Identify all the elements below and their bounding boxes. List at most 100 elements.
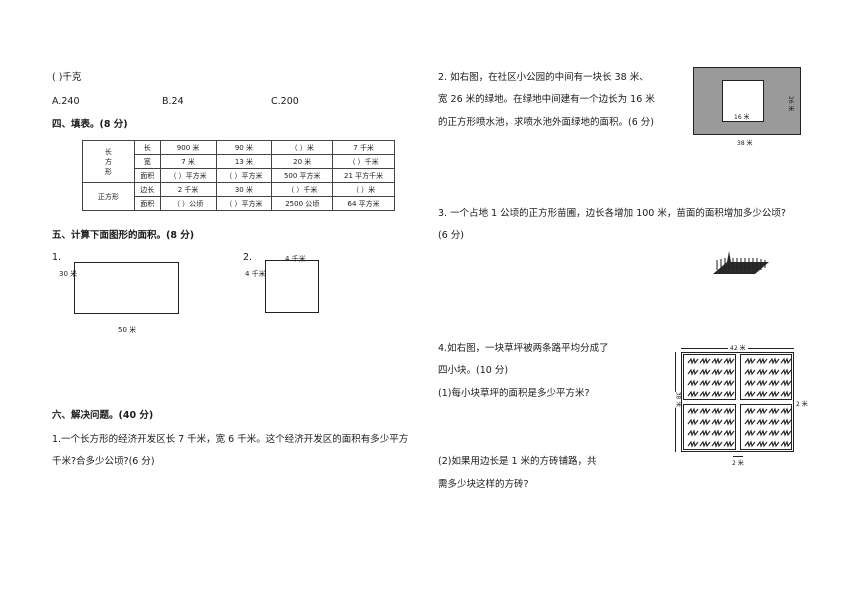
group-label-rectangle: 长方形 (82, 140, 135, 183)
table-cell: 90 米 (215, 140, 273, 155)
table-cell: 21 平方千米 (332, 168, 395, 183)
question-1-line-2: 千米?合多少公顷?(6 分) (52, 456, 155, 467)
grass-mark (744, 440, 755, 448)
grass-mark (723, 418, 735, 426)
grass-mark (768, 368, 779, 376)
grass-mark (756, 440, 767, 448)
grass-mark (723, 357, 735, 365)
table-cell: （ ）米 (332, 182, 395, 197)
table-cell: 7 千米 (332, 140, 395, 155)
grass-mark (723, 368, 735, 376)
grass-mark (768, 440, 779, 448)
grass-mark (711, 418, 723, 426)
grass-mark (711, 429, 723, 437)
road-right-label: 2 米 (796, 401, 808, 408)
figure-1-bottom-label: 50 米 (118, 326, 137, 334)
question-tail: ( )千克 (52, 72, 82, 83)
section-6-title: 六、解决问题。(40 分) (52, 410, 154, 421)
park-side-label: 26 米 (787, 96, 794, 112)
table-cell: 宽 (133, 154, 161, 169)
grass-mark (711, 390, 723, 398)
table-row: 宽 7 米 13 米 20 米 （ ）千米 (83, 154, 395, 169)
figure-2-top-label: 4 千米 (285, 255, 306, 263)
table-cell: （ ）千米 (271, 182, 334, 197)
group-label-square: 正方形 (82, 182, 135, 211)
question-3-line-1: 3. 一个占地 1 公顷的正方形苗圃，边长各增加 100 米，苗面的面积增加多少… (438, 208, 786, 219)
lawn-top-label: 42 米 (728, 343, 748, 352)
grass-mark (699, 390, 711, 398)
table-cell: 边长 (133, 182, 161, 197)
lawn-grid (683, 354, 792, 450)
question-2-line-1: 2. 如右图，在社区小公园的中间有一块长 38 米、 (438, 72, 649, 83)
grass-mark (768, 357, 779, 365)
grass-mark (756, 368, 767, 376)
grass-mark (711, 440, 723, 448)
table-row: 面积 （ ）平方米 （ ）平方米 500 平方米 21 平方千米 (83, 168, 395, 183)
question-4-sub-2-line-1: (2)如果用边长是 1 米的方砖铺路，共 (438, 456, 597, 467)
option-a: A.240 (52, 96, 80, 107)
table-cell: 7 米 (159, 154, 217, 169)
question-1-line-1: 1.一个长方形的经济开发区长 7 千米，宽 6 千米。这个经济开发区的面积有多少… (52, 434, 409, 445)
grass-mark (768, 379, 779, 387)
grass-mark (723, 379, 735, 387)
table-cell: （ ）平方米 (215, 196, 273, 211)
table-cell: （ ）平方米 (159, 168, 217, 183)
grass-mark (780, 368, 791, 376)
lawn-plot (739, 404, 792, 450)
table-cell: 13 米 (215, 154, 273, 169)
table-row: 正方形 边长 2 千米 30 米 （ ）千米 （ ）米 (82, 182, 395, 211)
table-cell: 长 (133, 140, 161, 155)
grass-mark (711, 357, 723, 365)
grass-mark (744, 368, 755, 376)
question-2-line-2: 宽 26 米的绿地。在绿地中间建有一个边长为 16 米 (438, 94, 655, 105)
grass-mark (699, 368, 711, 376)
lawn-plot (683, 404, 736, 450)
grass-mark (744, 418, 755, 426)
question-4-sub-1: (1)每小块草坪的面积是多少平方米? (438, 388, 590, 399)
grass-mark (756, 357, 767, 365)
grass-mark (687, 440, 699, 448)
figure-1-rectangle (74, 262, 179, 314)
grass-pattern (687, 357, 735, 398)
grass-mark (768, 407, 779, 415)
table-cell: 20 米 (271, 154, 334, 169)
table-cell: 500 平方米 (271, 168, 334, 183)
grass-mark (780, 440, 791, 448)
road-bottom-label: 2 米 (732, 460, 744, 467)
grass-mark (756, 407, 767, 415)
option-b: B.24 (162, 96, 184, 107)
option-c: C.200 (271, 96, 299, 107)
nursery-illustration (713, 251, 769, 274)
question-4-line-1: 4.如右图，一块草坪被两条路平均分成了 (438, 343, 609, 354)
lawn-plot (739, 354, 792, 400)
grass-mark (756, 418, 767, 426)
grass-mark (687, 379, 699, 387)
question-3-line-2: (6 分) (438, 230, 464, 241)
question-2-line-3: 的正方形喷水池，求喷水池外面绿地的面积。(6 分) (438, 117, 654, 128)
lawn-plot (683, 354, 736, 400)
grass-mark (723, 390, 735, 398)
grass-pattern (744, 407, 791, 448)
figure-1-number: 1. (52, 252, 62, 263)
grass-mark (687, 418, 699, 426)
figure-2-square (265, 260, 319, 313)
grass-mark (744, 379, 755, 387)
grass-mark (687, 357, 699, 365)
grass-mark (687, 368, 699, 376)
table-row: 长方形 长 900 米 90 米 （ ）米 7 千米 (82, 140, 395, 183)
pool-side-label: 16 米 (734, 114, 750, 121)
road-bottom-dimension (733, 456, 743, 457)
grass-mark (756, 390, 767, 398)
table-row: 面积 （ ）公顷 （ ）平方米 2500 公顷 64 平方米 (83, 196, 395, 211)
grass-mark (768, 390, 779, 398)
grass-mark (744, 407, 755, 415)
figure-2-side-label: 4 千米 (245, 270, 266, 278)
section-5-title: 五、计算下面图形的面积。(8 分) (52, 230, 195, 241)
fill-table: 长方形 长 900 米 90 米 （ ）米 7 千米 宽 7 米 13 米 20… (82, 140, 395, 211)
group-label-text: 长方形 (104, 147, 112, 176)
grass-mark (711, 407, 723, 415)
table-cell: 30 米 (215, 182, 273, 197)
park-bottom-label: 38 米 (737, 140, 753, 147)
grass-mark (780, 357, 791, 365)
figure-1-side-label: 30 米 (59, 270, 78, 278)
